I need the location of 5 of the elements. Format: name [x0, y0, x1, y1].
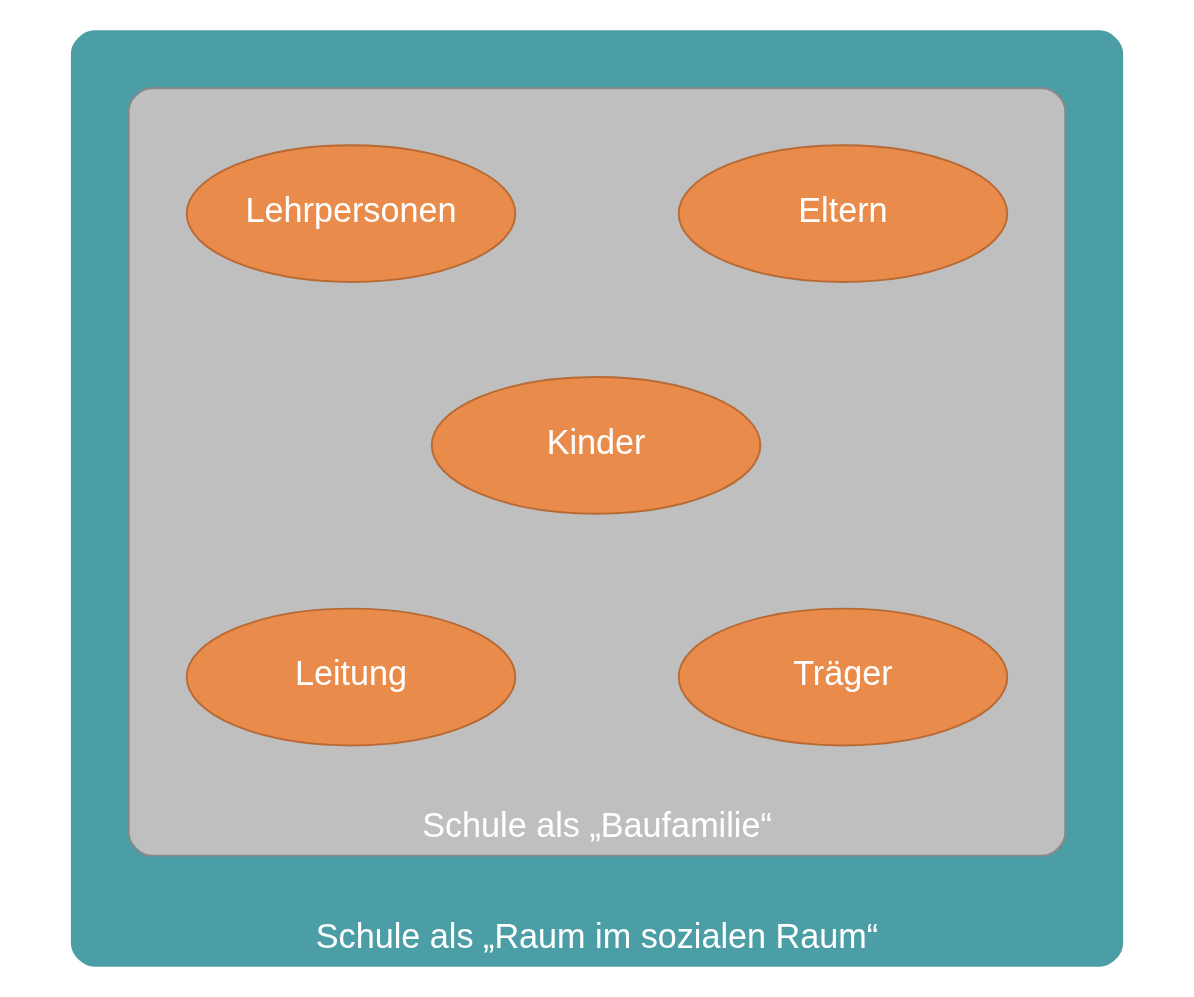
node-ellipse: Träger	[677, 607, 1009, 747]
node-ellipse: Leitung	[185, 607, 517, 747]
node-ellipse: Kinder	[430, 376, 762, 515]
node-ellipse: Eltern	[677, 144, 1009, 283]
node-ellipse: Lehrpersonen	[185, 144, 517, 283]
